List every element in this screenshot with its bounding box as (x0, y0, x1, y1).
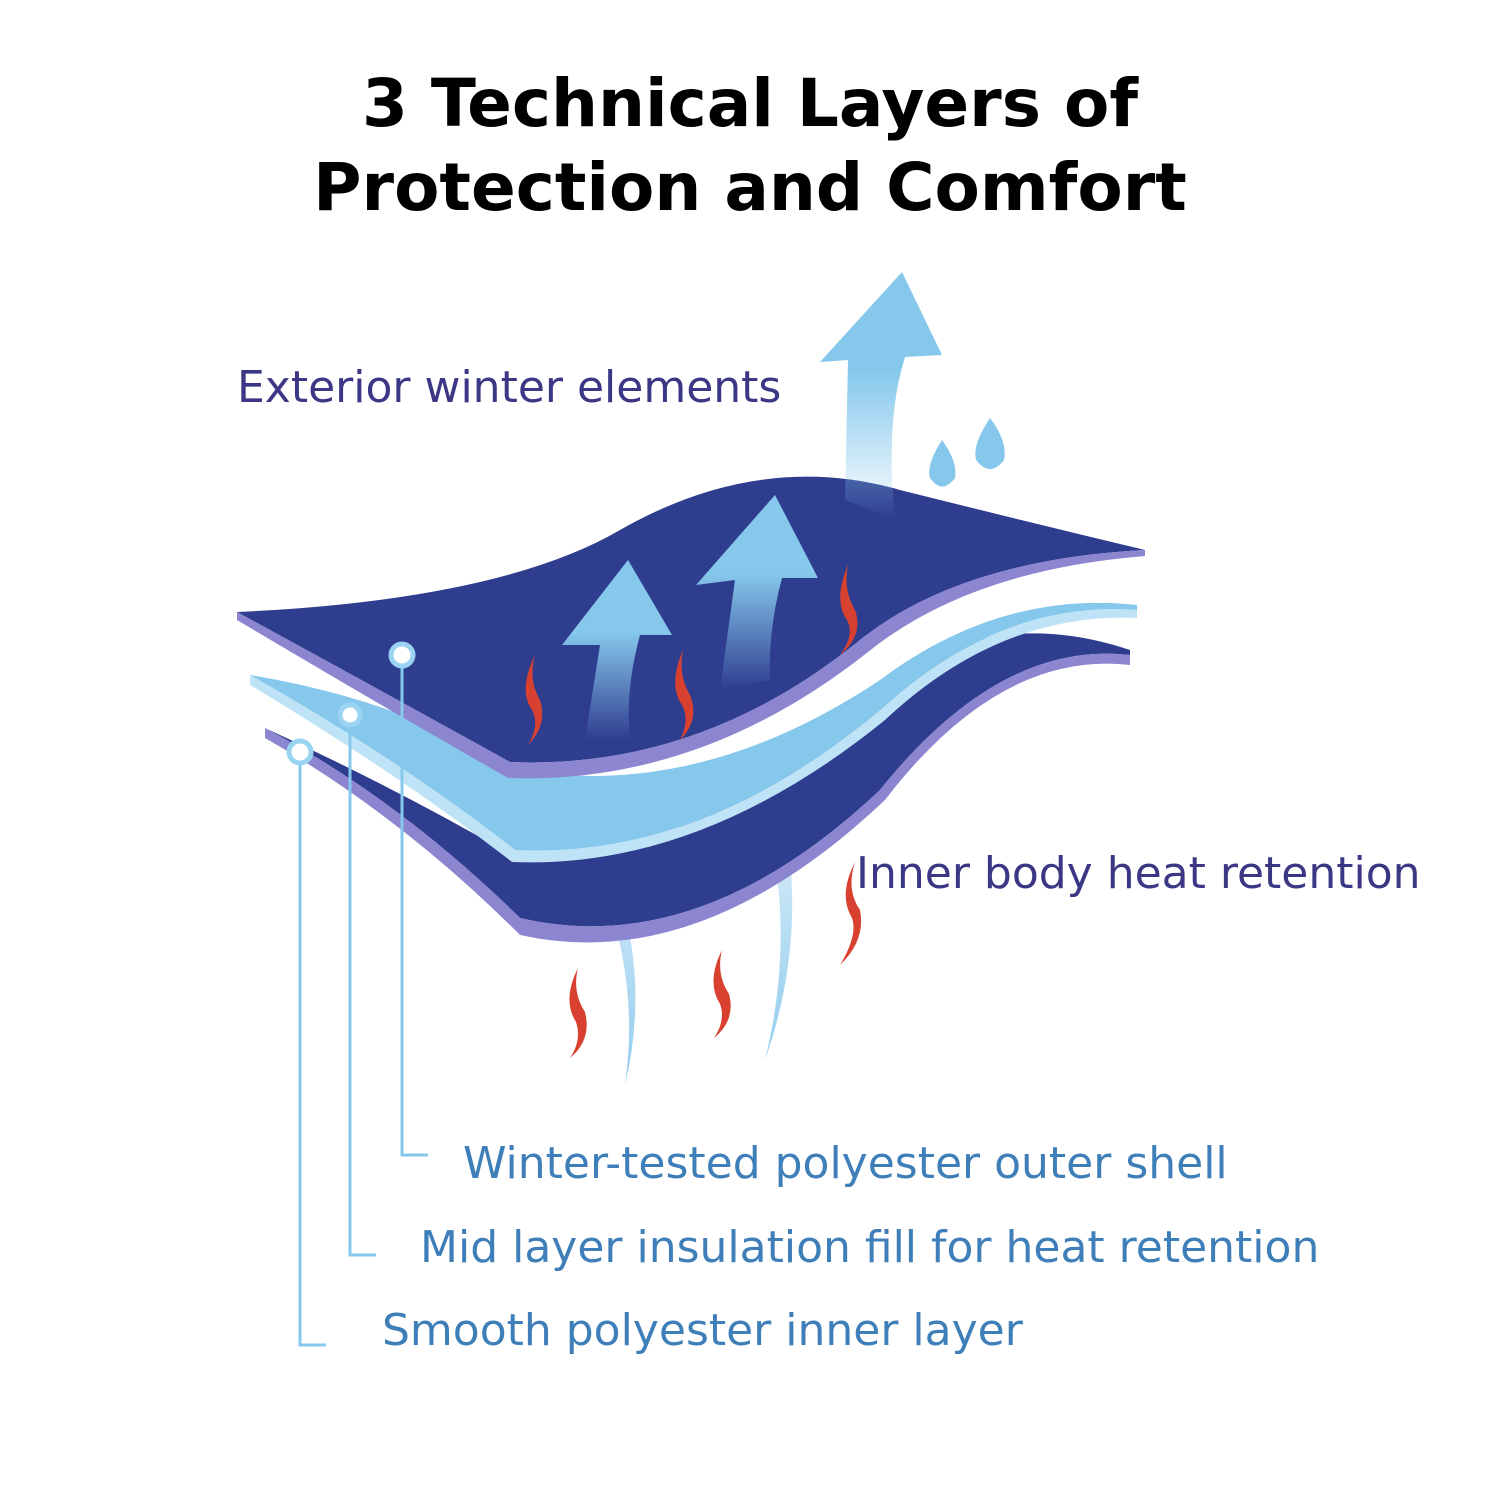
upward-air-arrows (562, 272, 942, 740)
layer-marker-dots (286, 641, 416, 766)
title-line-2: Protection and Comfort (313, 149, 1187, 226)
outer-shell-layer (237, 476, 1145, 763)
leader-lines (298, 655, 428, 1347)
label-inner-layer: Smooth polyester inner layer (382, 1305, 1023, 1356)
label-outer-shell: Winter-tested polyester outer shell (463, 1138, 1228, 1189)
inner-layer (265, 633, 1130, 927)
water-droplet-icons (929, 418, 1005, 487)
label-mid-layer: Mid layer insulation fill for heat reten… (420, 1222, 1320, 1273)
mid-layer (250, 602, 1137, 851)
title-line-1: 3 Technical Layers of (361, 65, 1139, 142)
label-inner-heat: Inner body heat retention (856, 848, 1421, 899)
heat-flame-icons (525, 565, 862, 1058)
label-exterior-elements: Exterior winter elements (237, 362, 782, 413)
